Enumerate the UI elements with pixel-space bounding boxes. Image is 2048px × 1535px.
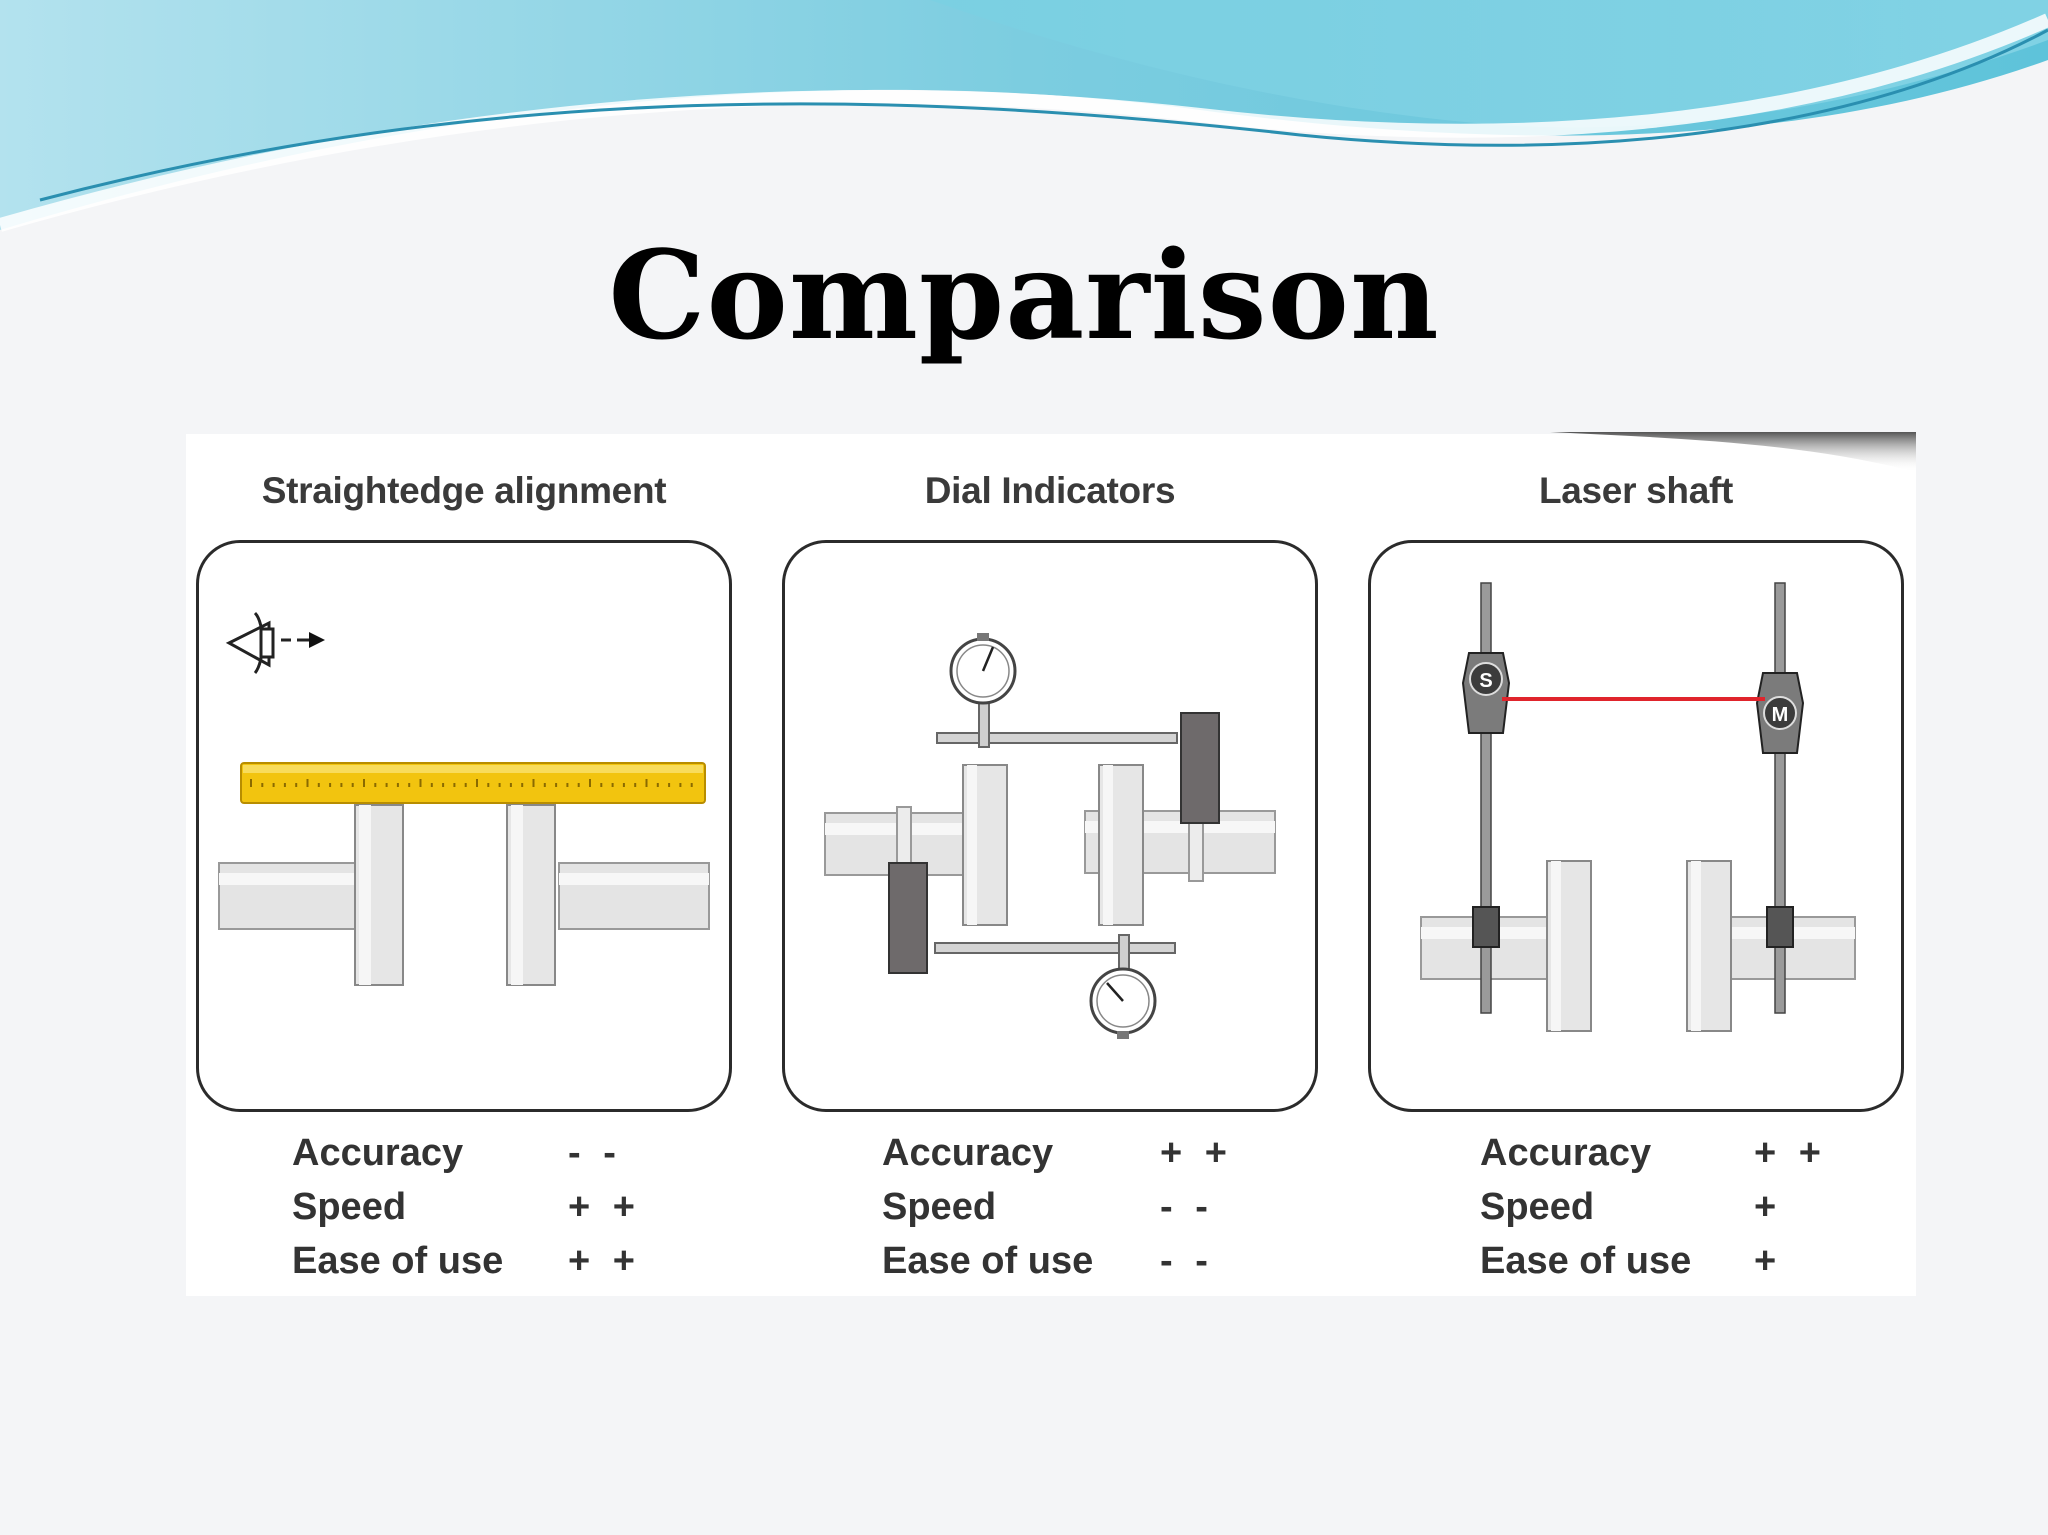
banner-teal-line <box>39 28 2048 202</box>
panel-straightedge <box>196 540 732 1112</box>
sensor-s-label: S <box>1479 670 1492 692</box>
dial-gauge-icon <box>1089 934 1157 1039</box>
panel-title-dial-indicators: Dial Indicators <box>924 470 1176 511</box>
coupling-icon <box>1546 860 1732 1032</box>
laser-shaft-illustration: S M <box>1420 582 1856 1032</box>
panel-title-laser-shaft: Laser shaft <box>1538 470 1734 511</box>
metric-row: Accuracy + + <box>1480 1132 1827 1174</box>
ruler-icon <box>240 762 706 804</box>
panel-dial-indicators <box>782 540 1318 1112</box>
sensor-m-label: M <box>1772 704 1789 726</box>
metric-row: Ease of use + + <box>292 1240 641 1282</box>
panel-title-straightedge: Straightedge alignment <box>261 470 667 511</box>
banner-white-swoosh <box>0 13 2048 232</box>
metric-row: Ease of use - - <box>882 1240 1214 1282</box>
metric-row: Ease of use + <box>1480 1240 1783 1282</box>
banner-wave-front <box>0 0 2048 128</box>
metric-row: Speed - - <box>882 1186 1214 1228</box>
arrow-right-icon <box>281 632 325 648</box>
laser-sensor-icon: M <box>1755 582 1805 1014</box>
bracket-icon <box>888 712 1220 974</box>
metric-row: Speed + + <box>292 1186 641 1228</box>
shaft-icon <box>218 862 710 930</box>
header-wave-banner <box>0 0 2048 232</box>
metric-row: Accuracy - - <box>292 1132 622 1174</box>
coupling-icon <box>354 804 556 986</box>
eye-icon <box>225 611 275 674</box>
metric-row: Speed + <box>1480 1186 1783 1228</box>
dial-indicator-illustration <box>824 633 1276 1039</box>
coupling-icon <box>962 764 1144 926</box>
laser-sensor-icon: S <box>1461 582 1511 1014</box>
dial-gauge-icon <box>949 633 1017 748</box>
panel-laser-shaft: S M <box>1368 540 1904 1112</box>
metric-row: Accuracy + + <box>882 1132 1233 1174</box>
straightedge-illustration <box>218 611 710 986</box>
slide-title: Comparison <box>608 223 1440 367</box>
figure-corner-shadow <box>1550 432 1916 472</box>
